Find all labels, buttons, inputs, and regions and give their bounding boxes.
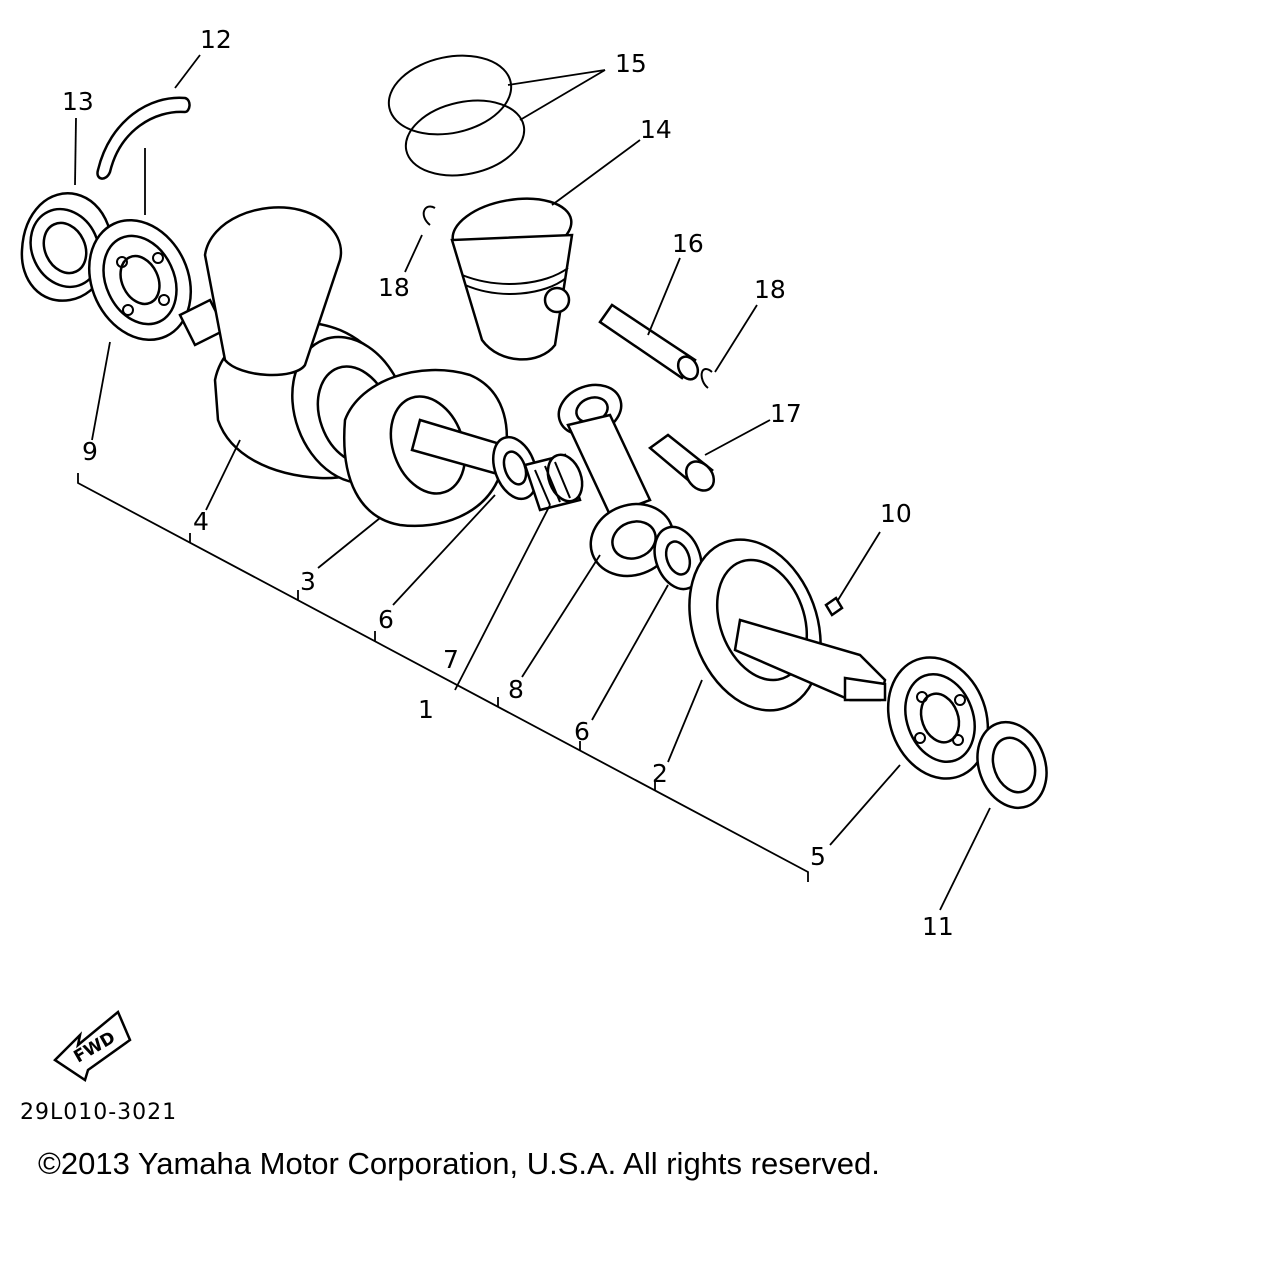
label-2: 2 [652, 759, 668, 788]
label-14: 14 [640, 115, 672, 144]
part-14-piston [450, 197, 574, 361]
fwd-arrow: FWD [53, 1009, 132, 1082]
label-6-right: 6 [574, 717, 590, 746]
label-16: 16 [672, 229, 704, 258]
label-3: 3 [300, 567, 316, 596]
label-4: 4 [193, 507, 209, 536]
label-11: 11 [922, 912, 954, 941]
label-1: 1 [418, 695, 434, 724]
label-6-left: 6 [378, 605, 394, 634]
label-18-right: 18 [754, 275, 786, 304]
diagram-code: 29L010-3021 [20, 1100, 178, 1125]
label-15: 15 [615, 49, 647, 78]
copyright-notice: ©2013 Yamaha Motor Corporation, U.S.A. A… [38, 1146, 880, 1181]
label-17: 17 [770, 399, 802, 428]
part-9-bearing [87, 219, 193, 341]
label-12: 12 [200, 25, 232, 54]
label-18-left: 18 [378, 273, 410, 302]
leader-lines [74, 54, 991, 911]
part-17-small-end-bearing [647, 433, 716, 492]
part-10-woodruff-key [824, 596, 844, 617]
label-5: 5 [810, 842, 826, 871]
part-12-retainer-clip [96, 96, 191, 180]
part-2-crank-right [688, 538, 887, 712]
part-3-crank-web [343, 368, 522, 528]
part-5-bearing-right [886, 656, 990, 780]
part-6-washer-right [653, 525, 703, 591]
part-16-piston-pin [598, 303, 700, 381]
part-8-connecting-rod [557, 383, 675, 578]
part-6-washer-left [492, 435, 538, 501]
part-15-piston-rings [387, 54, 526, 177]
label-7: 7 [443, 645, 459, 674]
part-7-needle-bearing [523, 453, 584, 512]
part-11-oil-seal-right [976, 720, 1048, 810]
part-18-circlip-left [422, 205, 436, 226]
label-10: 10 [880, 499, 912, 528]
label-13: 13 [62, 87, 94, 116]
assembly-bracket [77, 473, 809, 882]
label-9: 9 [82, 437, 98, 466]
part-18-circlip-right [700, 368, 713, 389]
part-13-oil-seal [20, 192, 113, 302]
label-8: 8 [508, 675, 524, 704]
callout-labels: 1 2 3 4 5 6 6 7 8 9 10 11 12 13 14 15 16… [62, 25, 954, 941]
